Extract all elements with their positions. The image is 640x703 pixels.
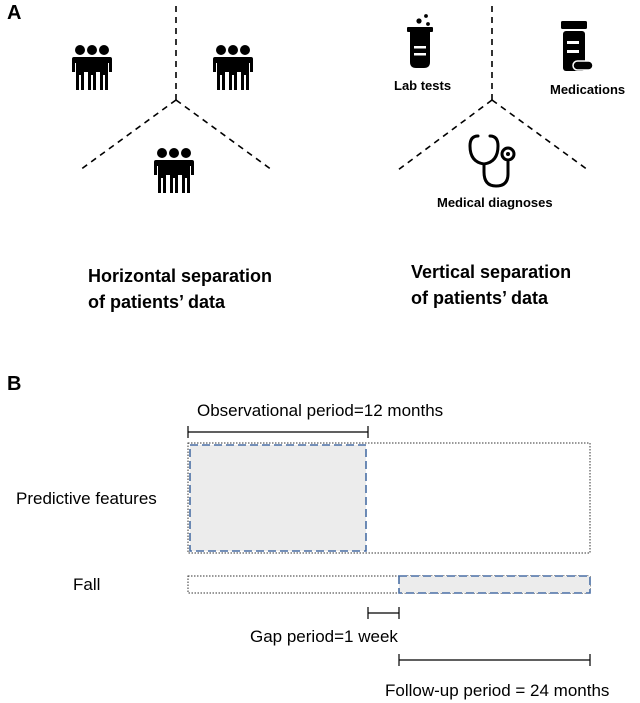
fall-label: Fall — [73, 575, 101, 594]
horizontal-separation-caption: Horizontal separation of patients’ data — [88, 263, 272, 315]
predictive-outer-box — [187, 442, 591, 554]
medications-label: Medications — [550, 82, 626, 97]
horizontal-separation-lines — [79, 6, 273, 171]
vertical-separation-lines — [397, 6, 589, 171]
people-group-icon — [213, 45, 253, 90]
medical-diagnoses-label: Medical diagnoses — [437, 195, 553, 210]
fall-outer-box — [187, 575, 591, 594]
followup-bracket — [398, 654, 591, 666]
horizontal-caption-line1: Horizontal separation — [88, 266, 273, 286]
observational-period-label: Observational period=12 months — [197, 401, 444, 420]
panel-b-label: B — [7, 373, 22, 395]
vertical-caption-line2: of patients’ data — [411, 288, 549, 308]
people-group-icon — [154, 148, 194, 193]
horizontal-caption-line2: of patients’ data — [88, 292, 226, 312]
medication-bottle-icon — [561, 21, 594, 71]
observational-window-box — [189, 444, 367, 552]
stethoscope-icon — [468, 134, 516, 188]
lab-beaker-icon — [407, 14, 433, 68]
predictive-features-label: Predictive features — [16, 489, 157, 508]
panel-a-label: A — [7, 2, 22, 24]
observational-bracket — [187, 426, 369, 438]
gap-bracket — [367, 607, 400, 619]
gap-period-label: Gap period=1 week — [250, 627, 398, 646]
followup-period-label: Follow-up period = 24 months — [385, 681, 610, 700]
followup-window-box — [398, 575, 591, 594]
vertical-caption-line1: Vertical separation — [411, 262, 572, 282]
lab-tests-label: Lab tests — [394, 78, 452, 93]
vertical-separation-caption: Vertical separation of patients’ data — [411, 259, 571, 311]
people-group-icon — [72, 45, 112, 90]
